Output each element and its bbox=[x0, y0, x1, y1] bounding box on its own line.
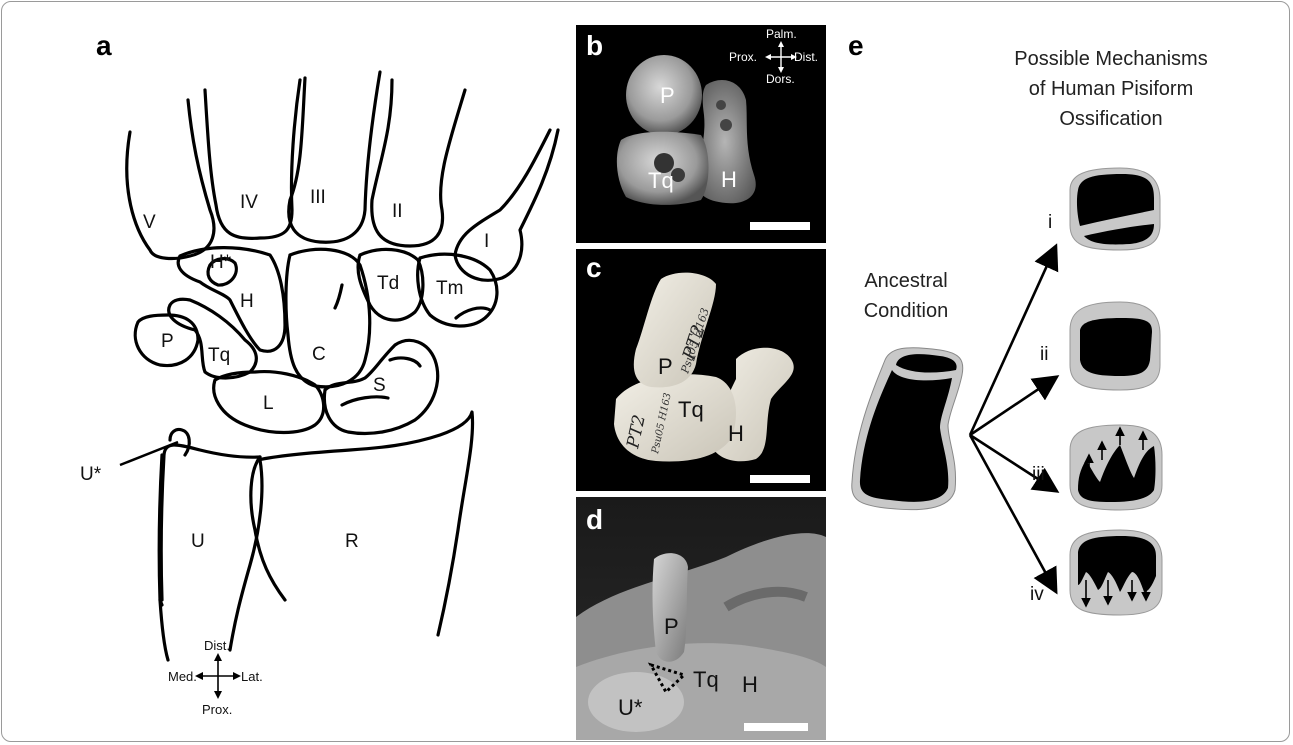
panel-c-label: c bbox=[586, 252, 602, 284]
mechanism-ii bbox=[1070, 302, 1160, 390]
photo-c-label-h: H bbox=[728, 421, 744, 446]
scale-bar-b bbox=[750, 222, 810, 230]
photo-d-label-h: H bbox=[742, 672, 758, 697]
bone-radius bbox=[251, 412, 473, 635]
photo-c-label-tq: Tq bbox=[678, 397, 704, 422]
label-c: C bbox=[312, 344, 326, 365]
bone-metacarpal-iv bbox=[205, 80, 300, 238]
bone-capitate-notch bbox=[335, 285, 342, 308]
specimen-d-pisiform bbox=[653, 553, 688, 662]
mechanism-i-label: i bbox=[1048, 212, 1052, 233]
mechanism-iii bbox=[1070, 425, 1162, 510]
compass-a-med: Med. bbox=[168, 669, 197, 684]
ancestral-pisiform bbox=[852, 348, 963, 510]
compass-a-prox: Prox. bbox=[202, 702, 232, 717]
label-i: I bbox=[484, 231, 489, 252]
label-u: U bbox=[191, 531, 205, 552]
photo-b-label-h: H bbox=[721, 167, 737, 192]
compass-a: Dist. Prox. Med. Lat. bbox=[168, 638, 263, 717]
pointer-u-star bbox=[120, 442, 178, 465]
label-td: Td bbox=[377, 273, 399, 294]
compass-b-dors: Dors. bbox=[766, 72, 795, 86]
bone-metacarpal-ii bbox=[372, 80, 465, 246]
panel-e-title-line2: of Human Pisiform bbox=[986, 74, 1236, 104]
label-l: L bbox=[263, 393, 274, 414]
label-ii: II bbox=[392, 201, 403, 222]
label-r: R bbox=[345, 531, 359, 552]
mechanism-iv-label: iv bbox=[1030, 584, 1044, 605]
bone-hamate bbox=[178, 248, 285, 352]
panel-d-photo: P Tq H U* bbox=[576, 497, 826, 740]
label-s: S bbox=[373, 375, 386, 396]
panel-e-title: Possible Mechanisms of Human Pisiform Os… bbox=[986, 44, 1236, 134]
mechanism-i bbox=[1070, 168, 1160, 250]
panel-b-label: b bbox=[586, 30, 603, 62]
photo-d-label-tq: Tq bbox=[693, 667, 719, 692]
label-iii: III bbox=[310, 187, 326, 208]
mechanism-iv bbox=[1070, 530, 1162, 615]
photo-b-label-tq: Tq bbox=[648, 168, 674, 193]
mechanism-iii-label: iii bbox=[1032, 464, 1045, 485]
scale-bar-c bbox=[750, 475, 810, 483]
bone-metacarpal-iii bbox=[289, 72, 380, 242]
label-u-star: U* bbox=[80, 464, 102, 485]
compass-a-lat: Lat. bbox=[241, 669, 263, 684]
label-iv: IV bbox=[240, 192, 258, 213]
label-tm: Tm bbox=[436, 278, 463, 299]
compass-b-prox: Prox. bbox=[729, 50, 757, 64]
panel-a-wrist-diagram: V IV III II I H* H Td Tm P Tq C L S U* U… bbox=[80, 60, 580, 730]
label-p: P bbox=[161, 331, 174, 352]
photo-c-label-p: P bbox=[658, 354, 673, 379]
panel-c-photo: PT2 Psu05 H163 PT2 Psu05 H163 P Tq H bbox=[576, 249, 826, 491]
panel-a-label: a bbox=[96, 30, 112, 62]
panel-e-label: e bbox=[848, 30, 864, 62]
compass-b-dist: Dist. bbox=[794, 50, 818, 64]
bone-radius-inner bbox=[230, 460, 262, 650]
panel-d-label: d bbox=[586, 504, 603, 536]
mechanism-ii-label: ii bbox=[1040, 344, 1048, 365]
mechanism-arrows bbox=[970, 248, 1055, 590]
bone-ulna-styloid bbox=[170, 429, 189, 455]
compass-b-palm: Palm. bbox=[766, 27, 797, 41]
photo-d-label-p: P bbox=[664, 614, 679, 639]
compass-a-dist: Dist. bbox=[204, 638, 230, 653]
label-h: H bbox=[240, 291, 254, 312]
label-v: V bbox=[143, 212, 156, 233]
scale-bar-d bbox=[744, 723, 808, 731]
photo-d-label-u-star: U* bbox=[618, 695, 643, 720]
panel-e-diagram: i ii iii iv bbox=[830, 160, 1260, 730]
label-tq: Tq bbox=[208, 345, 230, 366]
bone-metacarpal-v bbox=[127, 100, 214, 258]
panel-b-photo: P Tq H Palm. Dors. Prox. Dist. bbox=[576, 25, 826, 243]
photo-b-label-p: P bbox=[660, 83, 675, 108]
panel-e-title-line3: Ossification bbox=[986, 104, 1236, 134]
panel-e-title-line1: Possible Mechanisms bbox=[986, 44, 1236, 74]
label-h-star: H* bbox=[210, 252, 232, 273]
